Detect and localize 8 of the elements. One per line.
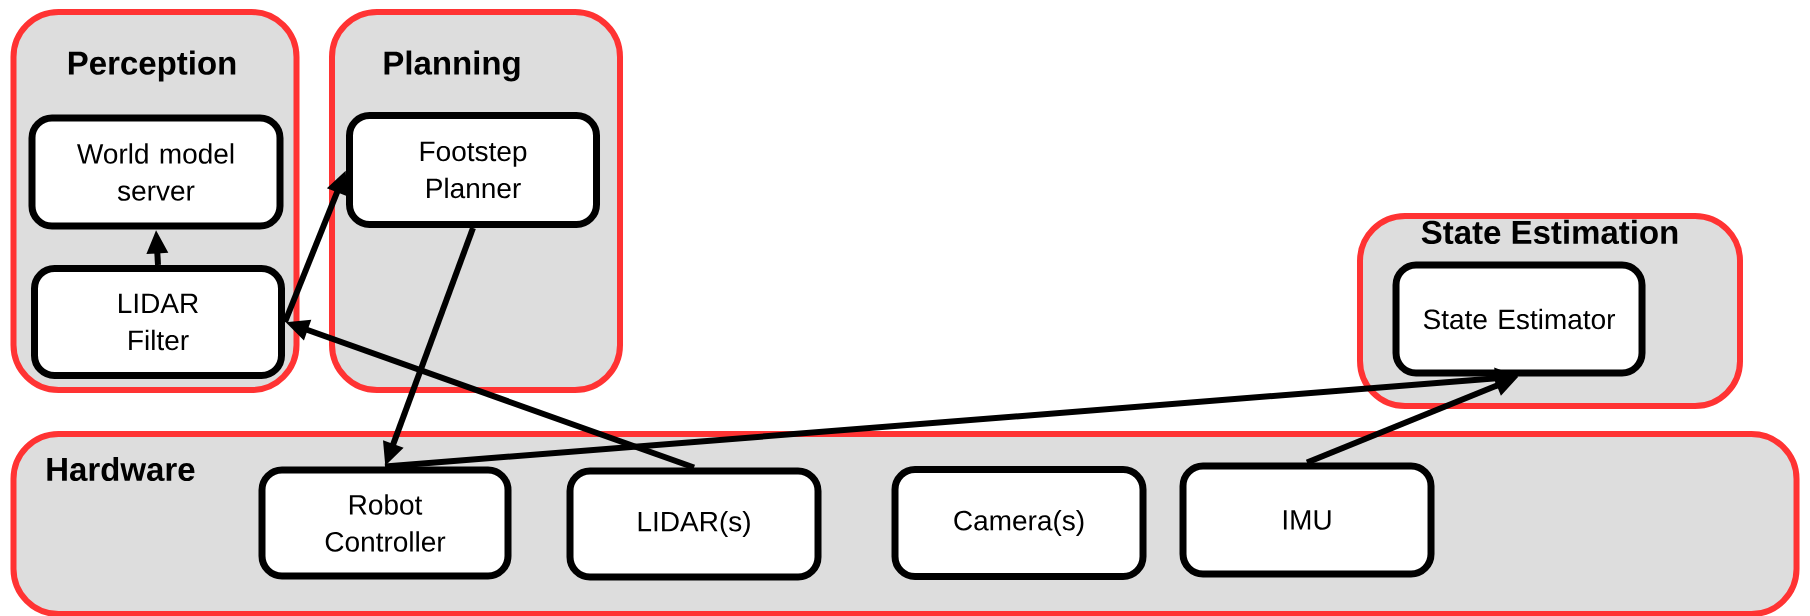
process-box: LIDAR Filter bbox=[31, 265, 285, 379]
process-box: IMU bbox=[1179, 462, 1435, 578]
process-box: LIDAR(s) bbox=[566, 467, 822, 581]
process-box: Footstep Planner bbox=[346, 112, 600, 228]
process-box: State Estimator bbox=[1392, 261, 1646, 377]
process-box: Robot Controller bbox=[258, 466, 512, 580]
process-box: World model server bbox=[28, 114, 284, 230]
process-box: Camera(s) bbox=[891, 466, 1147, 580]
